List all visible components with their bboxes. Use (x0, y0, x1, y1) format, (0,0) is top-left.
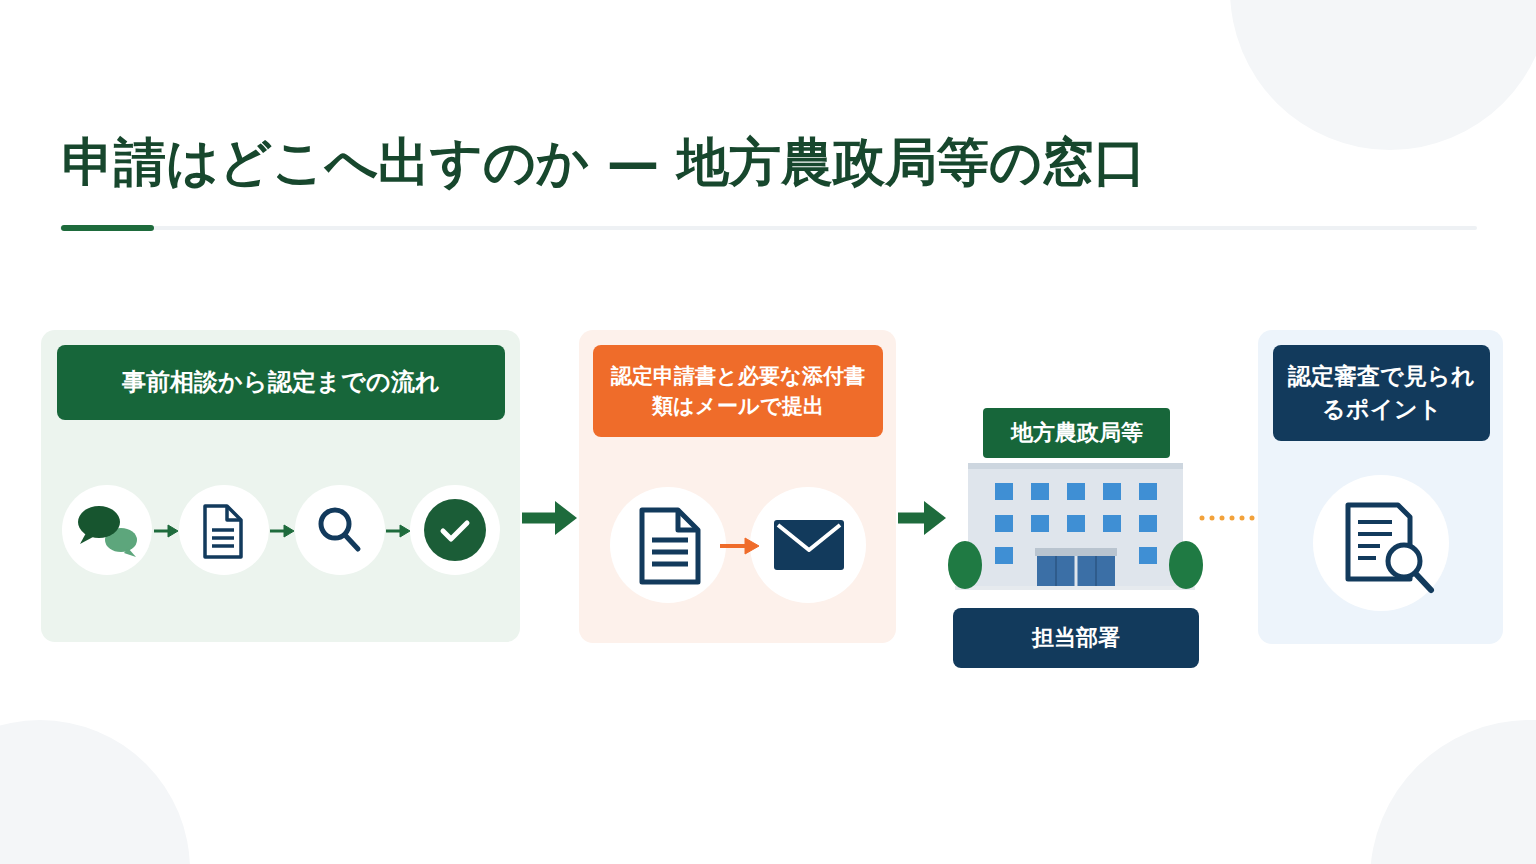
title-rule (62, 226, 1475, 230)
step-circles (62, 485, 500, 575)
panel-box: 認定審査で見られるポイント (1258, 330, 1503, 644)
step-circles (610, 487, 866, 603)
building-illustration (948, 463, 1203, 590)
panel-heading: 認定申請書と必要な添付書類はメールで提出 (593, 345, 883, 437)
search-icon (321, 510, 358, 549)
panel-heading: 認定審査で見られるポイント (1273, 345, 1490, 441)
connector-line (1202, 516, 1258, 521)
corner-circle (1230, 0, 1536, 150)
chat-icon (78, 506, 137, 557)
document-icon (205, 506, 241, 557)
panel-box: 事前相談から認定までの流れ (41, 330, 520, 642)
small-arrow (720, 538, 759, 554)
flow-arrow (898, 501, 946, 535)
corner-circle (1370, 720, 1536, 864)
flow-arrow (522, 501, 577, 535)
panel-box: 地方農政局等担当部署 (948, 408, 1202, 670)
document-icon (642, 510, 698, 582)
arrow-head (555, 501, 577, 535)
slide-title: 申請はどこへ出すのか — 地方農政局等の窓口 (62, 128, 1146, 198)
panel-box: 認定申請書と必要な添付書類はメールで提出 (579, 330, 896, 643)
dotted-connector (1202, 518, 1258, 519)
panel-heading: 担当部署 (953, 608, 1199, 668)
check-icon (424, 499, 486, 561)
panel-heading: 事前相談から認定までの流れ (57, 345, 505, 420)
corner-circle (0, 720, 190, 864)
review-icon (1313, 475, 1449, 611)
title-accent (64, 225, 151, 231)
small-arrows (154, 525, 410, 537)
connector-line (522, 513, 557, 524)
panel-heading: 地方農政局等 (983, 408, 1170, 458)
mail-icon (774, 520, 844, 570)
connector-line (898, 513, 926, 524)
arrow-head (924, 501, 946, 535)
